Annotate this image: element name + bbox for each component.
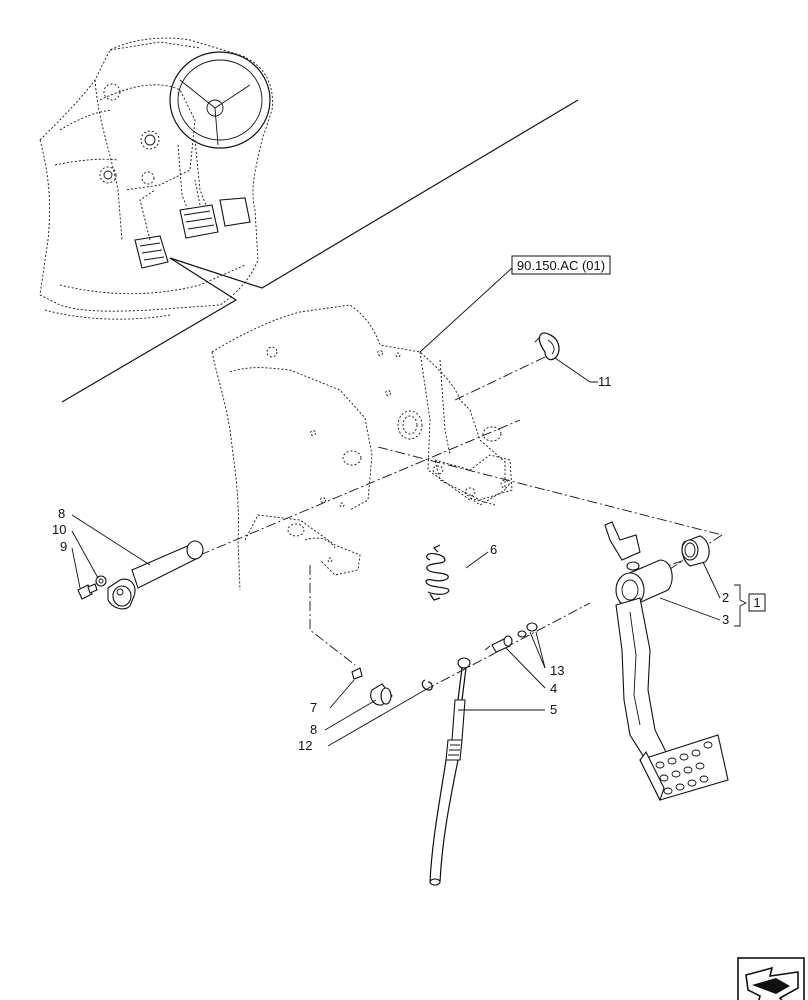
callout-5: 5: [550, 702, 557, 717]
callout-3: 3: [722, 612, 729, 627]
inset-leader-lines: [61, 99, 579, 403]
callout-4: 4: [550, 681, 557, 696]
part-10-washer: [95, 575, 107, 587]
part-3-clutch-pedal: [604, 521, 729, 802]
callout-13: 13: [550, 663, 564, 678]
part-2-bushing: [681, 535, 710, 567]
callout-labels: 90.150.AC (01) 11 6 8 10 9 2 3 1 13 4 5 …: [52, 255, 766, 753]
callout-8-shaft: 8: [58, 506, 65, 521]
part-12-circlip: [421, 679, 433, 691]
part-9-bolt: [77, 583, 98, 600]
reference-box[interactable]: [511, 255, 611, 275]
callout-7: 7: [310, 700, 317, 715]
callout-2: 2: [722, 590, 729, 605]
part-6-return-spring: [425, 544, 450, 601]
cab-overview-inset: [39, 37, 273, 320]
part-4-clevis-pin: [484, 635, 513, 653]
part-8-pivot-shaft: [107, 540, 204, 610]
pedal-bracket: [211, 304, 513, 591]
callout-1: 1: [753, 595, 760, 610]
assembly-box: [748, 593, 766, 612]
part-5-clutch-cable: [429, 657, 471, 886]
callout-11: 11: [598, 374, 612, 389]
pedal-pad-grip: [655, 741, 713, 795]
part-7-nut: [351, 667, 363, 680]
callout-10: 10: [52, 522, 66, 537]
callout-12: 12: [298, 738, 312, 753]
part-8-stop-bolt: [370, 683, 393, 706]
callout-9: 9: [60, 539, 67, 554]
part-11-retaining-clip: [534, 332, 560, 361]
part-13-clips: [517, 622, 538, 638]
callout-6: 6: [490, 542, 497, 557]
callout-8-bolt: 8: [310, 722, 317, 737]
reference-label[interactable]: 90.150.AC (01): [517, 258, 605, 273]
navigation-arrow-icon[interactable]: [737, 957, 805, 1000]
